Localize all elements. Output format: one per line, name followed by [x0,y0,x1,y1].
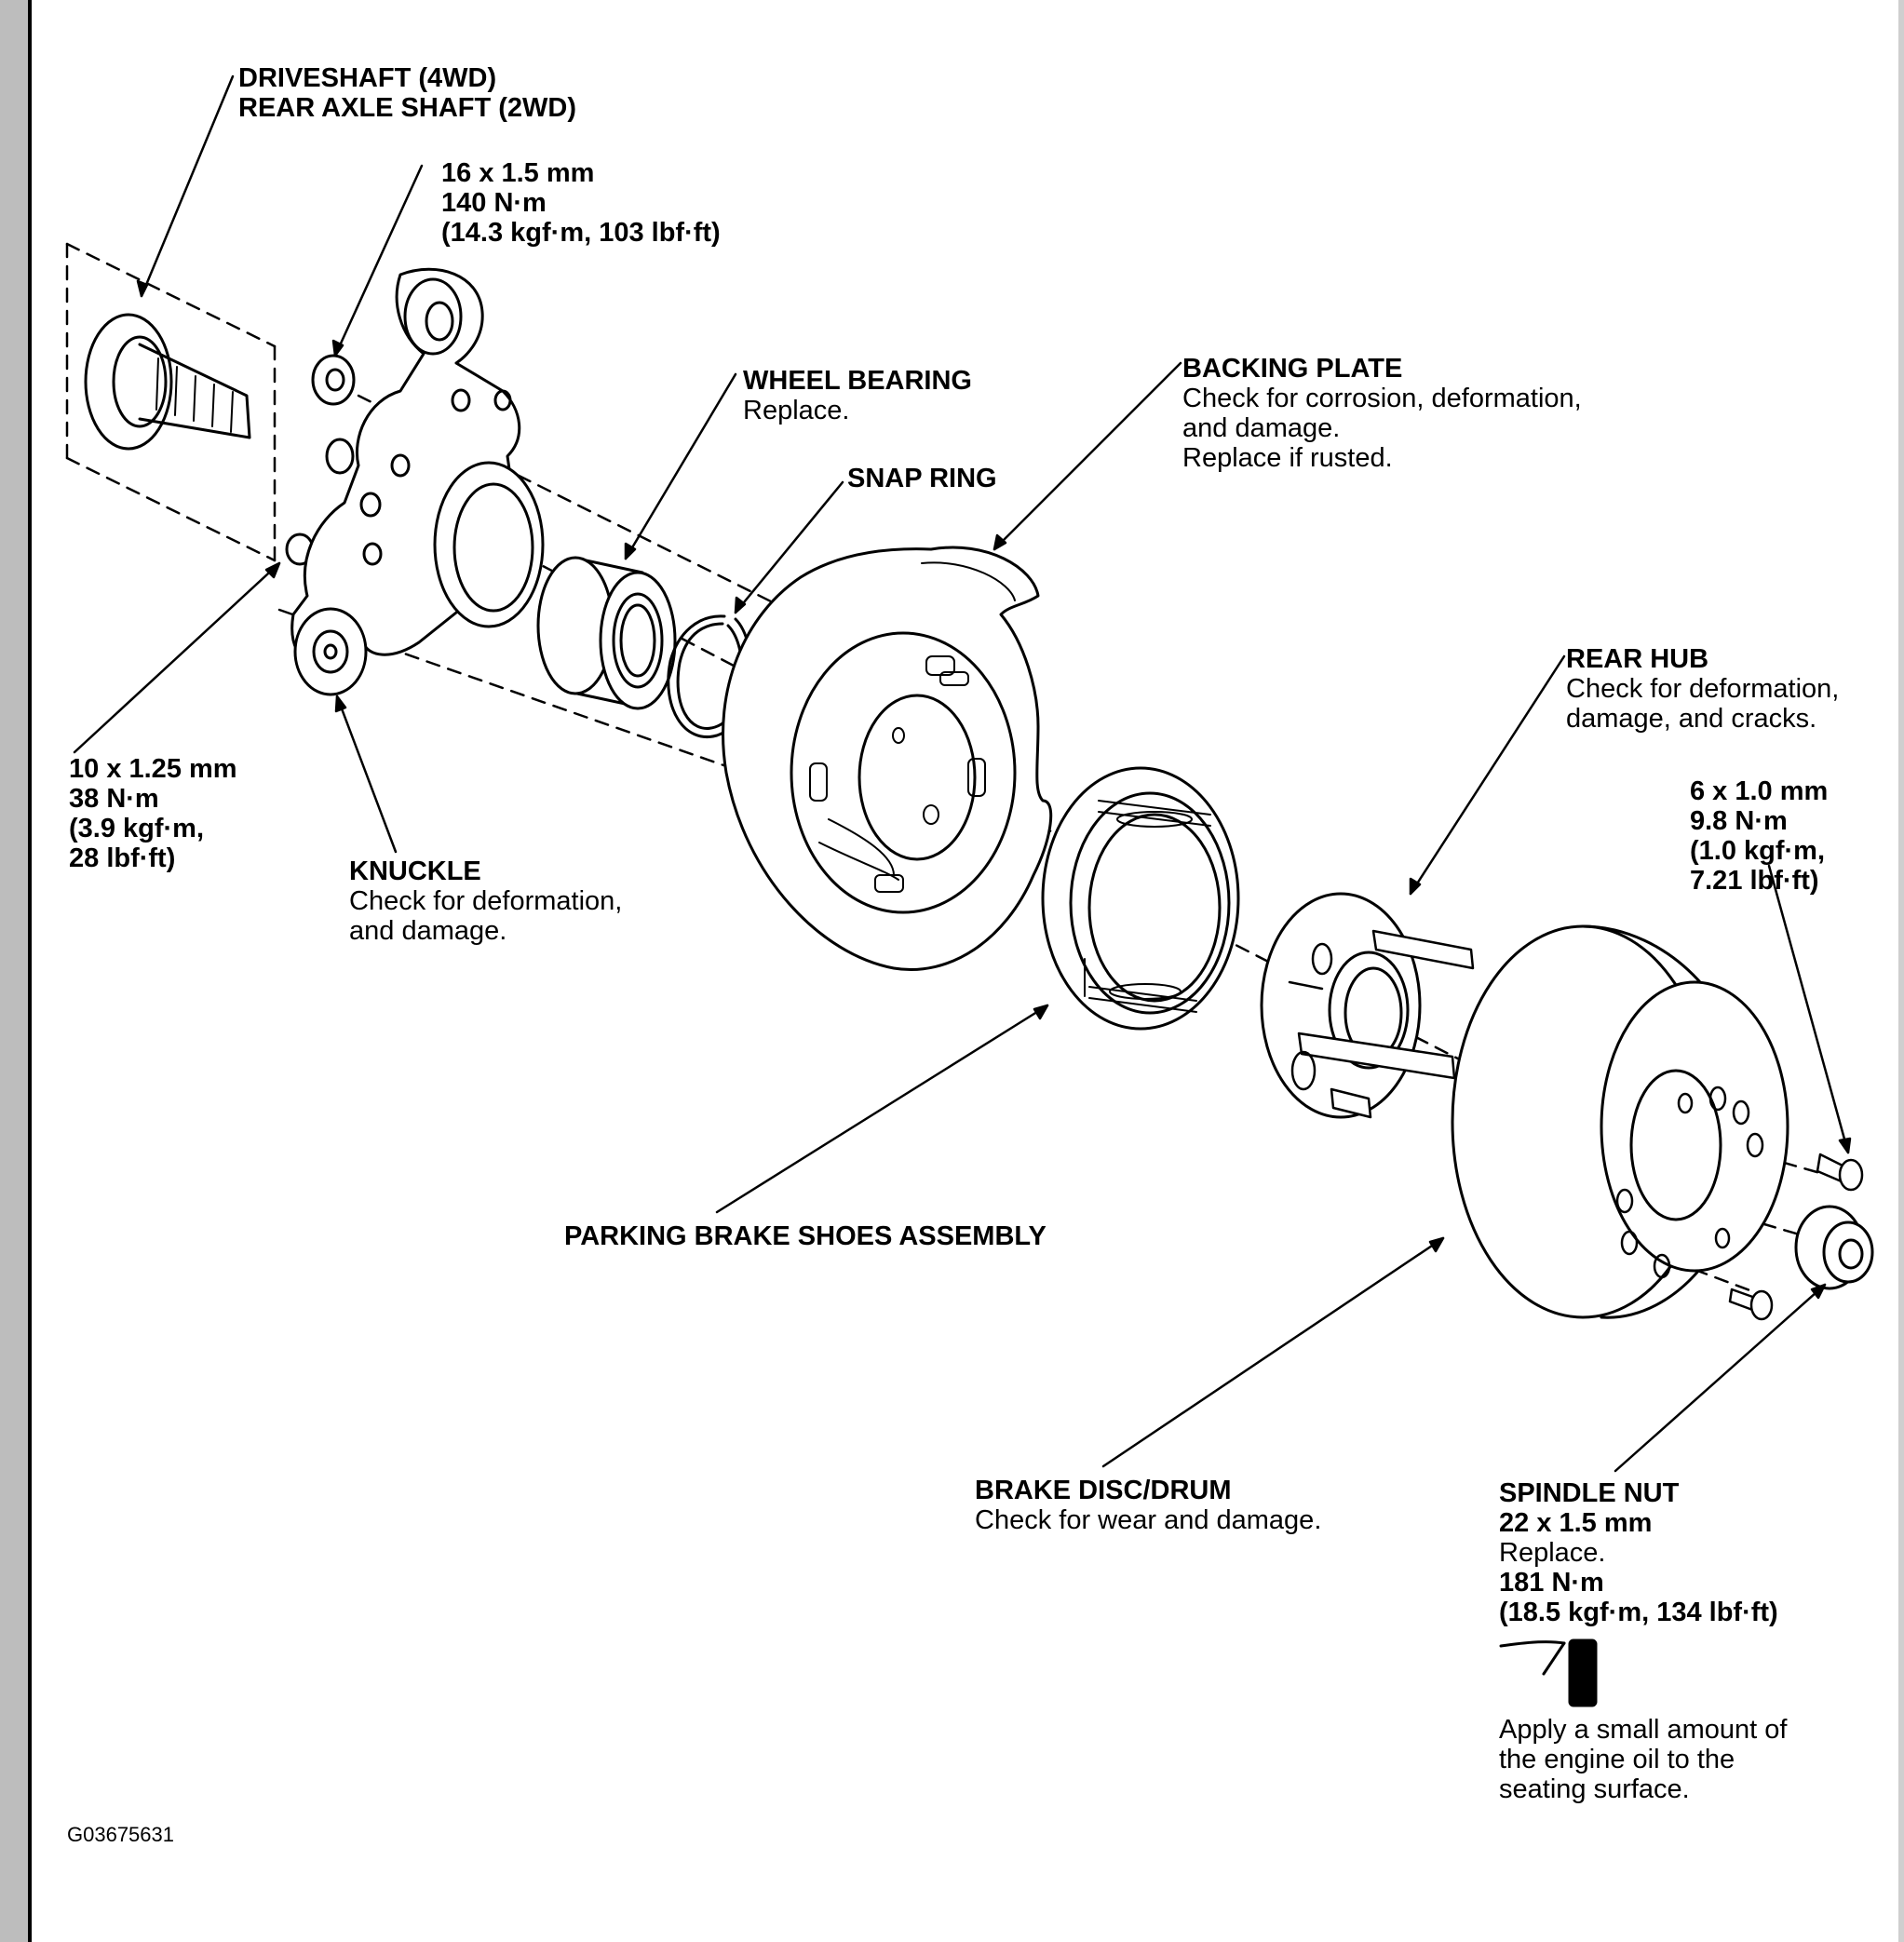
right-frame-bar [1898,0,1904,1942]
wheel-bearing-label: WHEEL BEARING Replace. [743,366,972,425]
screw-spec: 6 x 1.0 mm 9.8 N·m (1.0 kgf·m, 7.21 lbf·… [1690,776,1828,896]
figure-code: G03675631 [67,1823,174,1846]
knuckle-note2: and damage. [349,916,507,946]
backing-plate [722,546,1053,971]
oil-note-line3: seating surface. [1499,1774,1690,1804]
knuckle-upper-bolt-size: 16 x 1.5 mm [441,158,595,188]
knuckle-lower-bolt-torque-alt2: 28 lbf·ft) [69,843,176,873]
backing-plate-note2: and damage. [1182,413,1341,443]
wheel-bearing-title: WHEEL BEARING [743,366,972,396]
knuckle-lower-bolt-torque: 38 N·m [69,784,159,814]
driveshaft-label-line2: REAR AXLE SHAFT (2WD) [238,93,577,123]
backing-plate-title: BACKING PLATE [1182,354,1403,384]
knuckle-upper-bolt-torque: 140 N·m [441,188,547,218]
oil-note-line2: the engine oil to the [1499,1745,1735,1774]
backing-plate-note3: Replace if rusted. [1182,443,1393,473]
rear-hub-title: REAR HUB [1566,644,1709,674]
spindle-nut-label: SPINDLE NUT 22 x 1.5 mm Replace. 181 N·m… [1499,1478,1778,1627]
spindle-nut-note: Replace. [1499,1538,1606,1568]
snap-ring-label: SNAP RING [847,464,997,493]
knuckle-upper-bolt-torque-alt: (14.3 kgf·m, 103 lbf·ft) [441,218,721,248]
knuckle-lower-bolt-spec: 10 x 1.25 mm 38 N·m (3.9 kgf·m, 28 lbf·f… [69,754,237,873]
brake-disc-title: BRAKE DISC/DRUM [975,1476,1232,1505]
oil-note-line1: Apply a small amount of [1499,1715,1788,1745]
parking-brake-shoes [1041,766,1240,1031]
left-frame-line [28,0,32,1942]
wheel-bearing-note: Replace. [743,396,850,425]
spindle-nut-torque: 181 N·m [1499,1568,1604,1598]
wheel-bearing [536,556,677,710]
spindle-nut [1794,1205,1874,1290]
driveshaft-label-line1: DRIVESHAFT (4WD) [238,63,497,93]
rear-hub-note2: damage, and cracks. [1566,704,1817,734]
oil-note: Apply a small amount of the engine oil t… [1499,1715,1787,1804]
backing-plate-note1: Check for corrosion, deformation, [1182,384,1582,413]
disc-screws [1728,1153,1864,1321]
knuckle-lower-bolt-size: 10 x 1.25 mm [69,754,237,784]
snap-ring-title: SNAP RING [847,464,997,493]
knuckle-title: KNUCKLE [349,856,481,886]
screw-torque-alt1: (1.0 kgf·m, [1690,836,1826,866]
knuckle-body [290,267,545,696]
driveshaft-label: DRIVESHAFT (4WD) REAR AXLE SHAFT (2WD) [238,63,576,123]
leader-lines [73,74,1852,1473]
brake-disc [1451,924,1789,1319]
brake-disc-note: Check for wear and damage. [975,1505,1322,1535]
knuckle-lower-bolt-torque-alt1: (3.9 kgf·m, [69,814,205,843]
screw-size: 6 x 1.0 mm [1690,776,1829,806]
parking-brake-label: PARKING BRAKE SHOES ASSEMBLY [564,1221,1047,1251]
screw-torque: 9.8 N·m [1690,806,1788,836]
rear-hub [1260,892,1475,1119]
rear-hub-note1: Check for deformation, [1566,674,1840,704]
screw-torque-alt2: 7.21 lbf·ft) [1690,866,1819,896]
driveshaft-bracket [65,242,277,562]
spindle-nut-title: SPINDLE NUT [1499,1478,1680,1508]
left-frame-bar [0,0,28,1942]
parking-brake-title: PARKING BRAKE SHOES ASSEMBLY [564,1221,1047,1251]
knuckle-upper-bolt-spec: 16 x 1.5 mm 140 N·m (14.3 kgf·m, 103 lbf… [441,158,721,248]
brake-disc-label: BRAKE DISC/DRUM Check for wear and damag… [975,1476,1321,1535]
backing-plate-label: BACKING PLATE Check for corrosion, defor… [1182,354,1582,473]
rear-hub-label: REAR HUB Check for deformation, damage, … [1566,644,1839,734]
knuckle-note1: Check for deformation, [349,886,623,916]
oil-can-icon [1499,1639,1598,1707]
spindle-nut-size: 22 x 1.5 mm [1499,1508,1653,1538]
driveshaft-flange [84,313,251,451]
knuckle-label: KNUCKLE Check for deformation, and damag… [349,856,622,946]
spindle-nut-torque-alt: (18.5 kgf·m, 134 lbf·ft) [1499,1598,1778,1627]
